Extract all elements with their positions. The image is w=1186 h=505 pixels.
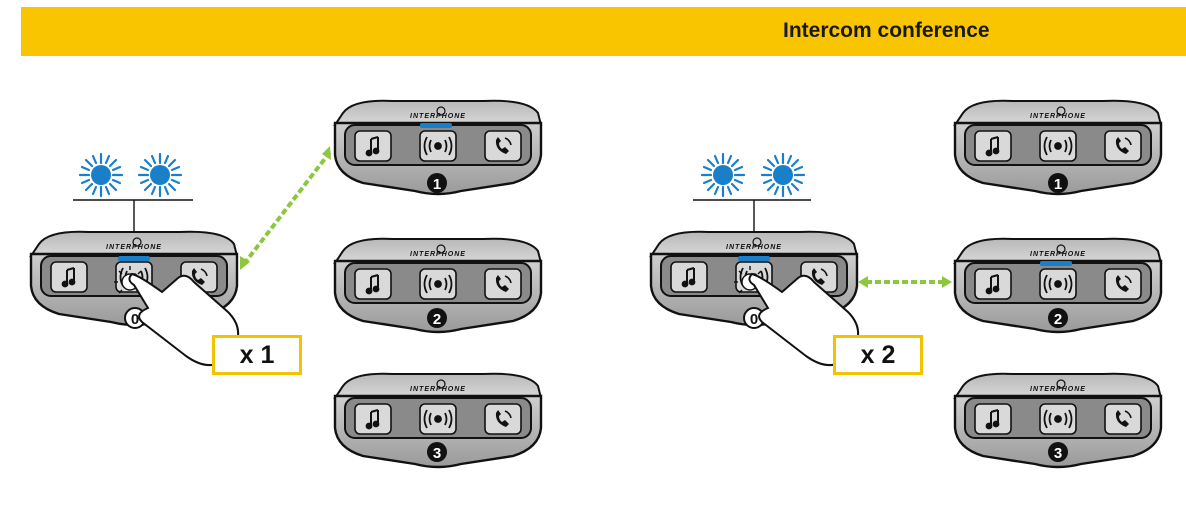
finger-press-icon: [128, 272, 239, 366]
led-indicator: [738, 256, 770, 261]
tap-count-label: x 1: [239, 340, 275, 369]
link-arrowhead: [240, 256, 250, 270]
device-number-badge: [427, 173, 447, 193]
device-number: 0: [131, 311, 139, 328]
blink-icon: [78, 152, 124, 198]
header-banner: Intercom conference: [21, 7, 1186, 56]
device-number: 1: [433, 176, 441, 193]
page-title: Intercom conference: [783, 19, 990, 42]
tap-count-label: x 2: [860, 340, 896, 369]
panel-left: 0 1 2 3: [29, 99, 543, 469]
finger-press-icon: [748, 272, 859, 366]
link-arrowhead: [322, 146, 331, 160]
tap-count-box: x 1: [212, 335, 302, 375]
device-number: 3: [433, 445, 441, 462]
pairing-link: [242, 150, 332, 266]
device-number: 0: [750, 311, 758, 328]
device-number: 3: [1054, 445, 1062, 462]
link-arrowhead: [942, 276, 952, 288]
blink-icon: [760, 152, 806, 198]
device-number: 2: [1054, 311, 1062, 328]
tap-count-box: x 2: [833, 335, 923, 375]
led-indicator: [1040, 261, 1072, 266]
device-number-badge: [1048, 442, 1068, 462]
device-number-badge: [1048, 308, 1068, 328]
blink-icon: [137, 152, 183, 198]
led-indicator: [420, 123, 452, 128]
link-arrowhead: [858, 276, 868, 288]
device-number-badge: [427, 442, 447, 462]
led-indicator: [118, 256, 150, 261]
device-number: 2: [433, 311, 441, 328]
device-number-badge: [427, 308, 447, 328]
panel-right: 0 1 2 3: [649, 99, 1163, 469]
device-number: 1: [1054, 176, 1062, 193]
device-number-badge: [1048, 173, 1068, 193]
blink-icon: [700, 152, 746, 198]
